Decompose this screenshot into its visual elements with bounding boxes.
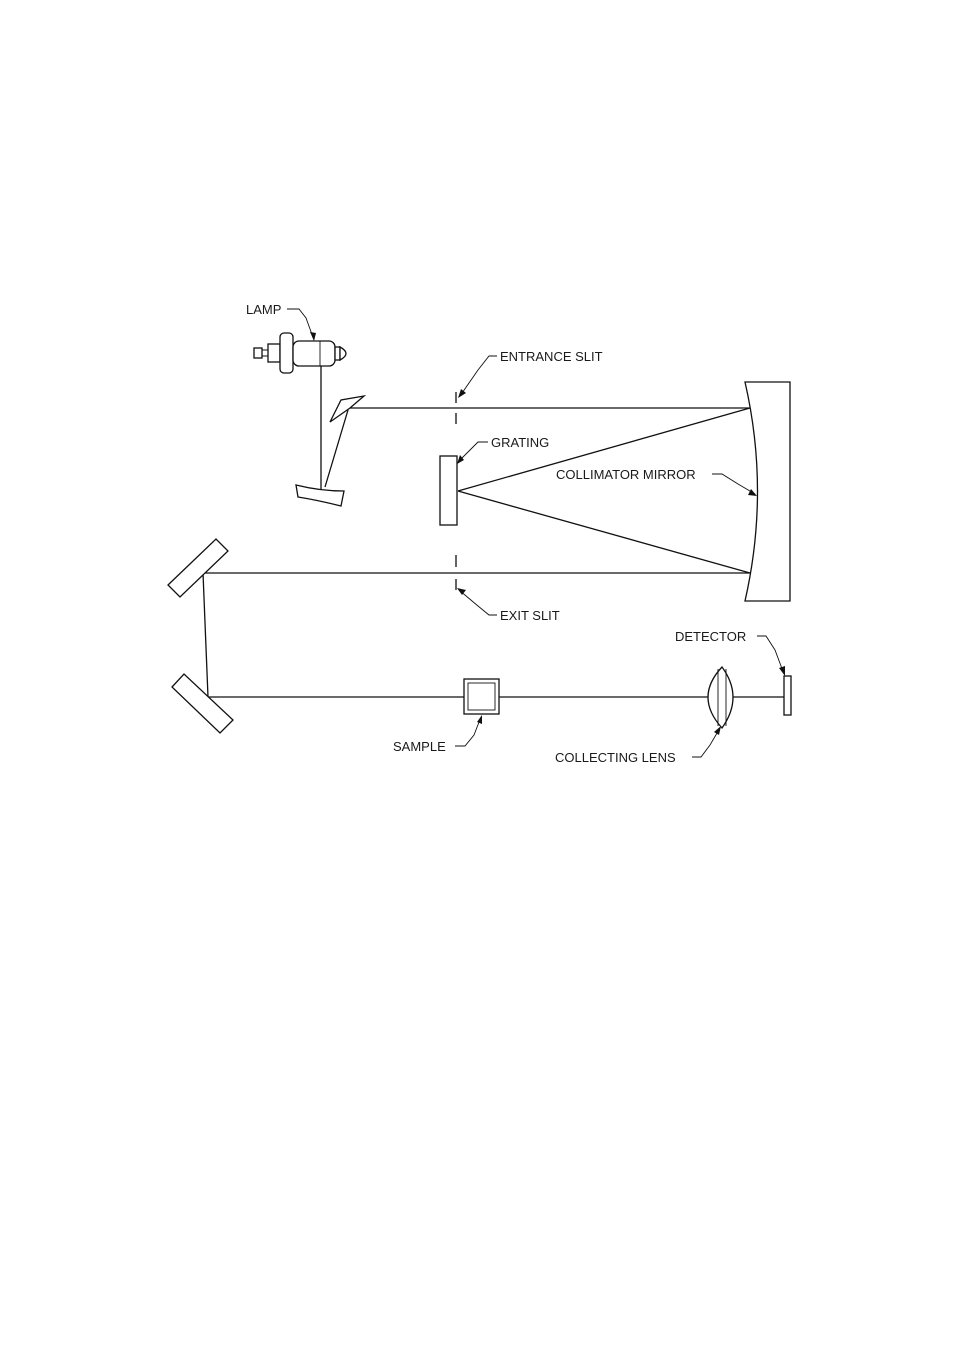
upper-fold-mirror xyxy=(168,539,228,597)
ray-grating-to-collimator xyxy=(458,491,750,573)
light-path xyxy=(203,366,784,697)
lower-concave-mirror xyxy=(296,485,344,506)
lamp-flange xyxy=(280,333,293,373)
lamp xyxy=(254,333,346,373)
label-detector: DETECTOR xyxy=(675,629,746,644)
ray-mirror-to-mirror xyxy=(325,410,348,487)
detector xyxy=(784,676,791,715)
label-entrance-slit: ENTRANCE SLIT xyxy=(500,349,603,364)
lamp-pin xyxy=(254,348,262,358)
label-collimator-mirror: COLLIMATOR MIRROR xyxy=(556,467,696,482)
lamp-bulb xyxy=(340,347,346,360)
collecting-lens xyxy=(708,667,733,728)
upper-turning-mirror xyxy=(330,396,364,422)
sample-cuvette xyxy=(464,679,499,714)
lower-fold-mirror xyxy=(172,674,233,733)
grating xyxy=(440,456,457,525)
label-sample: SAMPLE xyxy=(393,739,446,754)
ray-fold-down xyxy=(203,573,208,697)
lamp-body xyxy=(293,341,335,366)
label-exit-slit: EXIT SLIT xyxy=(500,608,560,623)
label-grating: GRATING xyxy=(491,435,549,450)
label-collecting-lens: COLLECTING LENS xyxy=(555,750,676,765)
label-lamp: LAMP xyxy=(246,302,281,317)
